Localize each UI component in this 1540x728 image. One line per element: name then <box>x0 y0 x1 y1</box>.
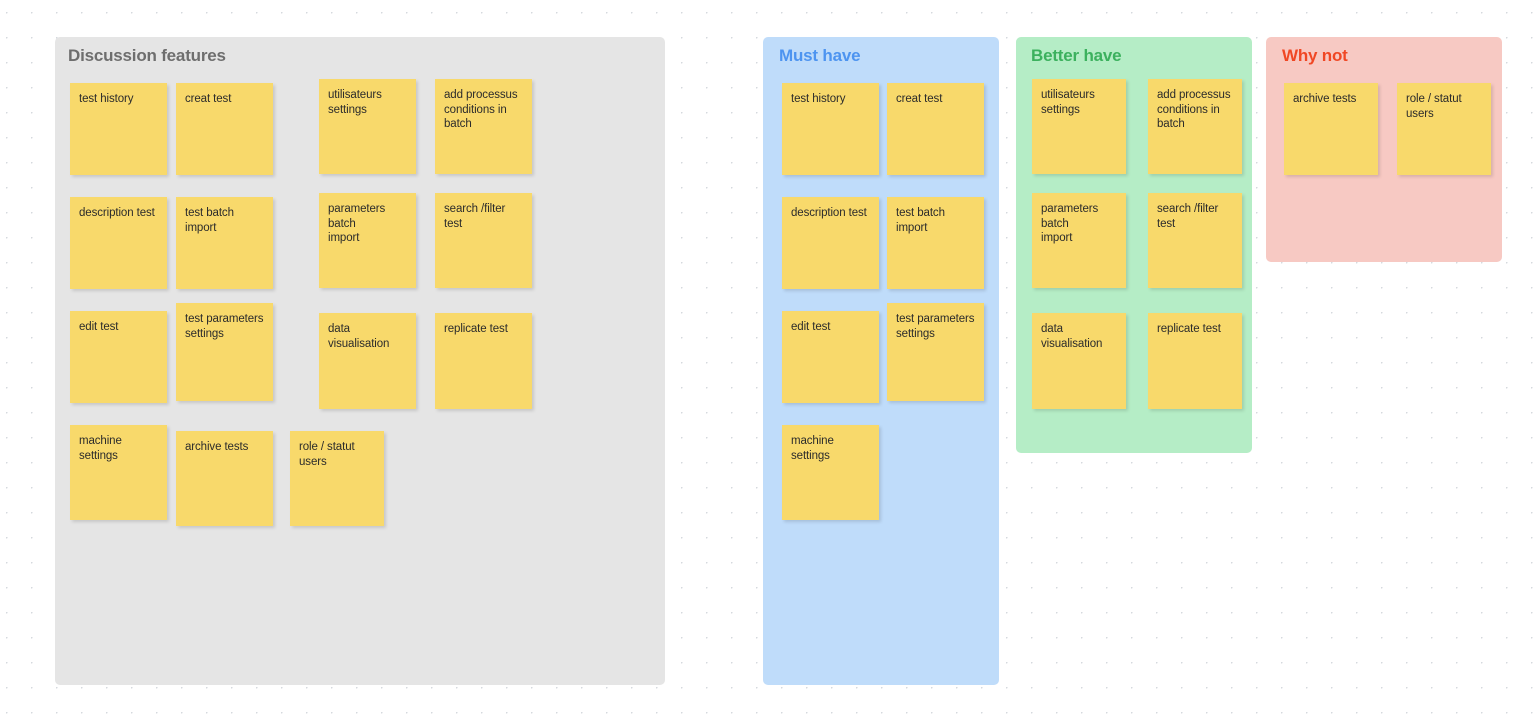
sticky-note[interactable]: edit test <box>70 311 167 403</box>
sticky-note-label: role / statut users <box>1406 93 1462 120</box>
sticky-note-label: role / statut users <box>299 441 355 468</box>
sticky-note[interactable]: parameters batch import <box>319 193 416 288</box>
sticky-note[interactable]: machine settings <box>70 425 167 520</box>
sticky-note-label: edit test <box>791 321 831 333</box>
sticky-note-label: parameters batch import <box>1041 203 1099 244</box>
sticky-note-label: parameters batch import <box>328 203 386 244</box>
sticky-note-label: data visualisation <box>1041 323 1103 350</box>
sticky-note-label: machine settings <box>79 435 122 462</box>
sticky-note[interactable]: test parameters settings <box>887 303 984 401</box>
sticky-note[interactable]: test history <box>70 83 167 175</box>
sticky-note[interactable]: search /filter test <box>435 193 532 288</box>
sticky-note-label: utilisateurs settings <box>1041 89 1095 116</box>
sticky-note[interactable]: creat test <box>887 83 984 175</box>
panel-title-discussion-features: Discussion features <box>68 46 226 65</box>
sticky-note[interactable]: utilisateurs settings <box>1032 79 1126 174</box>
sticky-note[interactable]: add processus conditions in batch <box>1148 79 1242 174</box>
sticky-note[interactable]: description test <box>70 197 167 289</box>
sticky-note-label: description test <box>79 207 155 219</box>
sticky-note-label: test parameters settings <box>185 313 264 340</box>
sticky-note-label: archive tests <box>1293 93 1357 105</box>
sticky-note-label: description test <box>791 207 867 219</box>
sticky-note-label: edit test <box>79 321 119 333</box>
sticky-note[interactable]: archive tests <box>176 431 273 526</box>
sticky-note[interactable]: add processus conditions in batch <box>435 79 532 174</box>
sticky-note-label: add processus conditions in batch <box>444 89 518 130</box>
sticky-note-label: creat test <box>185 93 232 105</box>
sticky-note-label: test history <box>791 93 846 105</box>
sticky-note-label: replicate test <box>1157 323 1221 335</box>
sticky-note-label: utilisateurs settings <box>328 89 382 116</box>
sticky-note[interactable]: archive tests <box>1284 83 1378 175</box>
sticky-note-label: search /filter test <box>1157 203 1219 230</box>
sticky-note[interactable]: replicate test <box>1148 313 1242 409</box>
sticky-note[interactable]: role / statut users <box>290 431 384 526</box>
sticky-note-label: archive tests <box>185 441 249 453</box>
sticky-note[interactable]: edit test <box>782 311 879 403</box>
sticky-note[interactable]: test batch import <box>176 197 273 289</box>
panel-title-why-not: Why not <box>1282 46 1348 65</box>
sticky-note-label: test batch import <box>896 207 945 234</box>
sticky-note[interactable]: test parameters settings <box>176 303 273 401</box>
sticky-note[interactable]: data visualisation <box>1032 313 1126 409</box>
sticky-note-label: test history <box>79 93 134 105</box>
sticky-note-label: creat test <box>896 93 943 105</box>
sticky-note[interactable]: description test <box>782 197 879 289</box>
sticky-note[interactable]: search /filter test <box>1148 193 1242 288</box>
sticky-note[interactable]: data visualisation <box>319 313 416 409</box>
sticky-note[interactable]: parameters batch import <box>1032 193 1126 288</box>
sticky-note[interactable]: creat test <box>176 83 273 175</box>
panel-title-must-have: Must have <box>779 46 861 65</box>
panel-title-better-have: Better have <box>1031 46 1122 65</box>
sticky-note-label: test batch import <box>185 207 234 234</box>
sticky-note[interactable]: replicate test <box>435 313 532 409</box>
sticky-note[interactable]: utilisateurs settings <box>319 79 416 174</box>
sticky-note[interactable]: role / statut users <box>1397 83 1491 175</box>
sticky-note-label: data visualisation <box>328 323 390 350</box>
sticky-note-label: machine settings <box>791 435 834 462</box>
sticky-note-label: test parameters settings <box>896 313 975 340</box>
sticky-note-label: search /filter test <box>444 203 506 230</box>
sticky-note[interactable]: test batch import <box>887 197 984 289</box>
sticky-note[interactable]: machine settings <box>782 425 879 520</box>
sticky-note-label: replicate test <box>444 323 508 335</box>
sticky-note-label: add processus conditions in batch <box>1157 89 1231 130</box>
sticky-note[interactable]: test history <box>782 83 879 175</box>
